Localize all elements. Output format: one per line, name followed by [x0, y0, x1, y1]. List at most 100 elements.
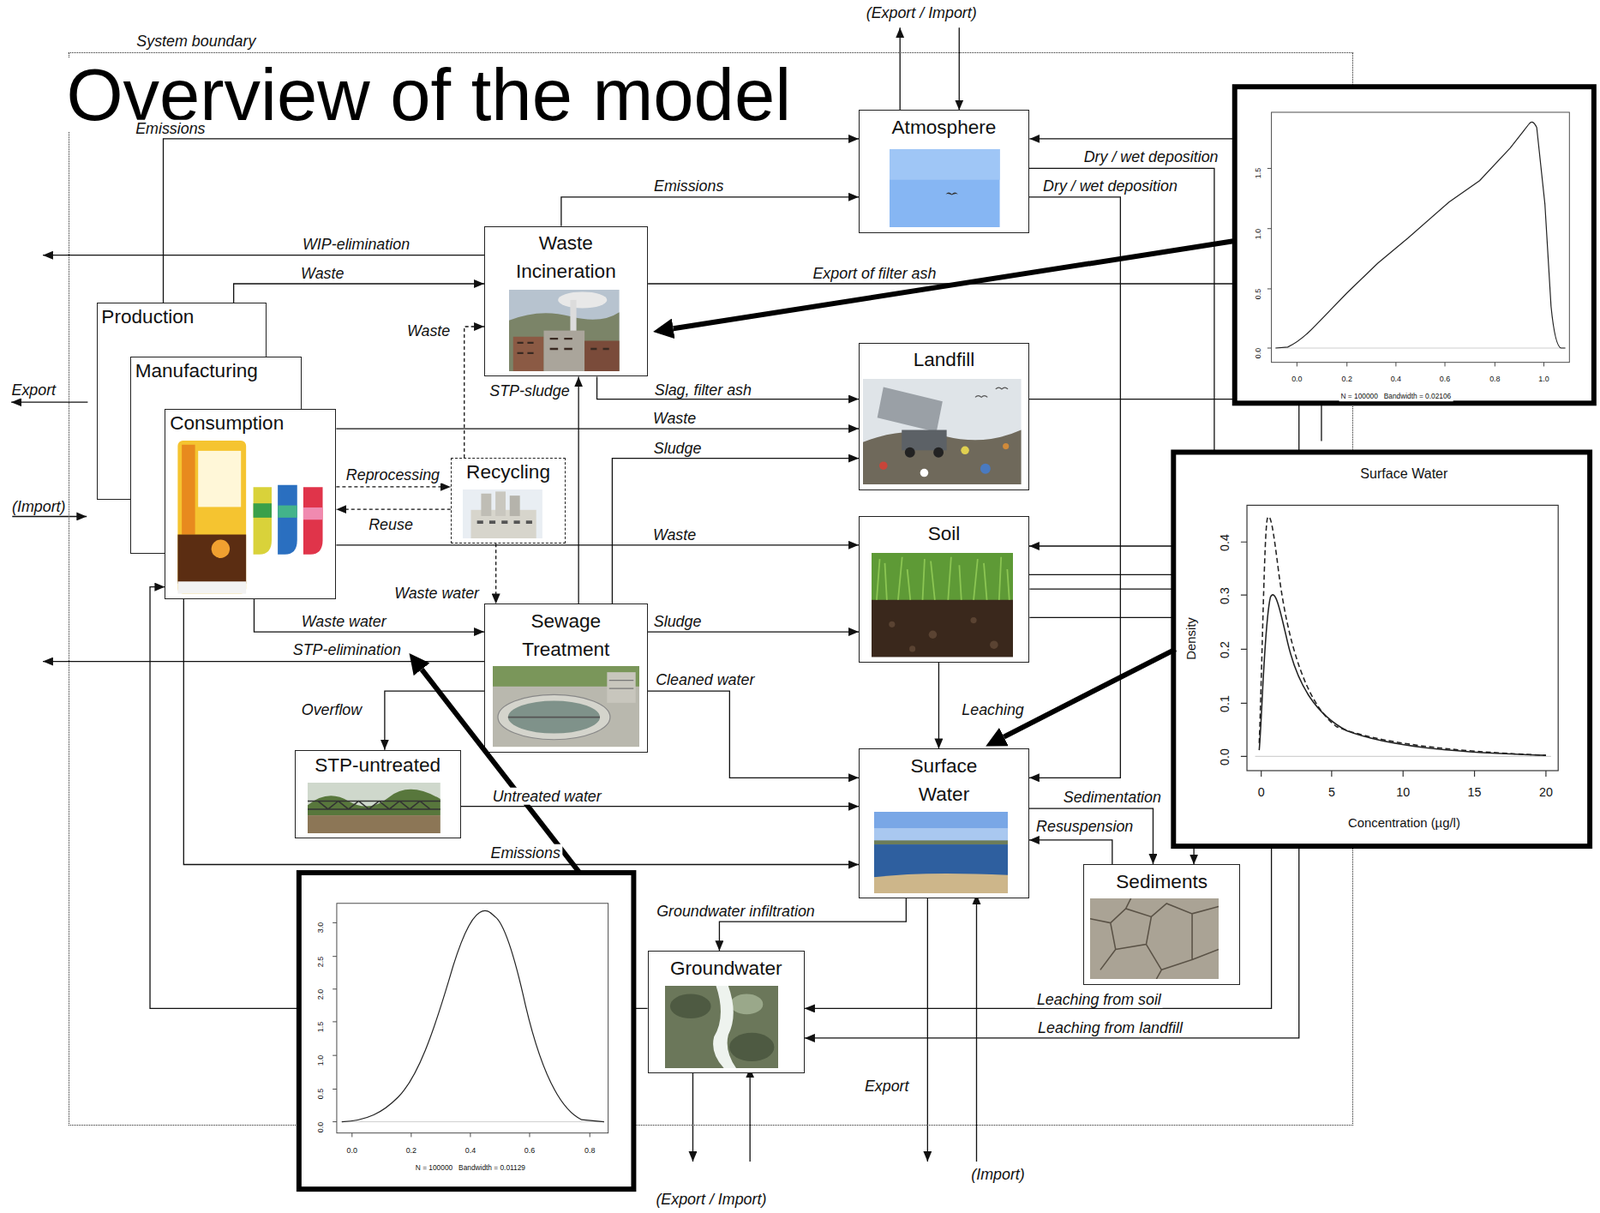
- photo-landfill: [901, 429, 947, 450]
- flow-arrow: [335, 509, 450, 510]
- photo-landfill: [879, 461, 888, 470]
- flow-arrow: [647, 630, 859, 632]
- photo-river-bridge: [307, 800, 441, 809]
- photo-socks: [302, 486, 323, 555]
- photo-lake: [874, 844, 1008, 877]
- flow-note: (Export / Import): [864, 4, 979, 23]
- inset-layer: [299, 86, 1595, 1189]
- flow-arrow: [183, 599, 859, 864]
- flow-label: Waste water: [392, 584, 481, 603]
- node-label: Soil: [859, 520, 1029, 549]
- photo-landfill: [975, 387, 1008, 397]
- flow-arrow: [561, 197, 859, 227]
- photo-groundwater: [729, 1031, 774, 1061]
- density-plot-inset: [332, 922, 590, 1137]
- heading-anchor: System boundary: [136, 32, 256, 51]
- flow-label: Slag, filter ash: [653, 381, 754, 400]
- node-label: Surface Water: [892, 752, 995, 809]
- flow-stub: [11, 515, 87, 517]
- photo-recycling-plant: [462, 489, 543, 539]
- photo-groundwater: [665, 985, 779, 1068]
- axis-tick: 0.0: [1289, 374, 1304, 384]
- node-label: Production: [97, 303, 267, 332]
- photo-sunscreen: [197, 450, 241, 507]
- density-plot-inset: [1275, 347, 1565, 349]
- flow-label: Waste: [651, 409, 698, 428]
- photo-sunscreen: [177, 440, 246, 594]
- photo-sewage-plant: [609, 680, 635, 690]
- photo-incinerator: [584, 341, 619, 372]
- photo-lake: [874, 827, 1008, 843]
- axis-tick: 0.2: [1217, 639, 1232, 660]
- density-plot-inset: [1255, 755, 1552, 757]
- photo-incinerator: [509, 311, 620, 372]
- flow-stub: [42, 660, 486, 662]
- photo-recycling-plant: [496, 491, 507, 516]
- flow-label: Leaching from soil: [1035, 989, 1163, 1008]
- flow-note: (Import): [969, 1165, 1027, 1184]
- compartment-box: Sediments: [1083, 863, 1241, 985]
- photo-soil: [871, 552, 1014, 657]
- flow-arrow: [577, 376, 579, 604]
- photo-sewage-plant: [606, 672, 636, 704]
- flow-arrow: [335, 427, 859, 429]
- photo-sunscreen: [210, 539, 229, 558]
- density-plot-inset: [336, 903, 609, 1133]
- photo-groundwater: [730, 993, 763, 1014]
- photo-landfill: [980, 462, 991, 474]
- flow-label: Waste: [299, 264, 346, 283]
- density-plot-inset: [1271, 112, 1571, 363]
- flow-label: STP-sludge: [487, 382, 571, 401]
- flow-stub: [958, 27, 960, 110]
- flow-arrow: [495, 543, 497, 604]
- density-plot-inset: [1173, 451, 1590, 846]
- photo-sewage-plant: [508, 716, 600, 719]
- flow-arrow: [233, 283, 485, 303]
- axis-title: Density: [1184, 615, 1199, 662]
- photo-landfill: [1002, 443, 1009, 450]
- axis-tick: 0.5: [1253, 287, 1263, 301]
- flow-label: Emissions: [652, 176, 726, 195]
- flow-label: Sludge: [652, 612, 704, 631]
- flow-label: Leaching: [959, 700, 1026, 719]
- flow-label: Leaching from landfill: [1036, 1018, 1185, 1037]
- flow-label: Groundwater infiltration: [654, 902, 817, 921]
- photo-socks: [302, 507, 323, 520]
- callout-arrow: [421, 669, 580, 873]
- photo-dry-sediment: [1090, 898, 1219, 979]
- photo-socks: [250, 480, 327, 567]
- node-label: Sewage Treatment: [497, 607, 636, 665]
- photo-landfill: [862, 378, 1022, 486]
- photo-soil: [928, 630, 937, 640]
- photo-recycling-plant: [509, 495, 521, 516]
- photo-groundwater: [670, 993, 712, 1019]
- flow-arrow: [1029, 197, 1121, 779]
- flow-stub: [42, 254, 486, 256]
- photo-sky: [889, 149, 1001, 228]
- photo-landfill: [904, 446, 916, 457]
- axis-tick: 5: [1326, 785, 1337, 799]
- photo-socks: [252, 486, 271, 555]
- photo-groundwater: [665, 985, 779, 1068]
- density-plot-inset: [341, 910, 605, 1121]
- photo-dry-sediment: [1090, 898, 1219, 979]
- flow-label: Emissions: [489, 844, 563, 863]
- flow-note: (Export / Import): [653, 1190, 768, 1209]
- density-plot-inset: [299, 872, 635, 1189]
- photo-soil: [876, 557, 1010, 600]
- flow-label: Untreated water: [491, 786, 604, 805]
- photo-socks: [277, 484, 298, 554]
- axis-tick: 2.5: [316, 953, 325, 968]
- photo-sewage-plant: [492, 665, 640, 747]
- flow-note: Export: [9, 381, 58, 400]
- compartment-box: Landfill: [858, 342, 1030, 491]
- axis-tick: 0.4: [1389, 374, 1403, 384]
- density-plot-inset: [1267, 167, 1545, 366]
- axis-tick: 0: [1256, 785, 1267, 799]
- axis-tick: 0.5: [316, 1086, 325, 1101]
- flow-arrow: [461, 805, 859, 807]
- photo-sunscreen: [177, 534, 246, 584]
- axis-title: Concentration (µg/l): [1346, 815, 1463, 831]
- flow-arrow: [611, 458, 859, 605]
